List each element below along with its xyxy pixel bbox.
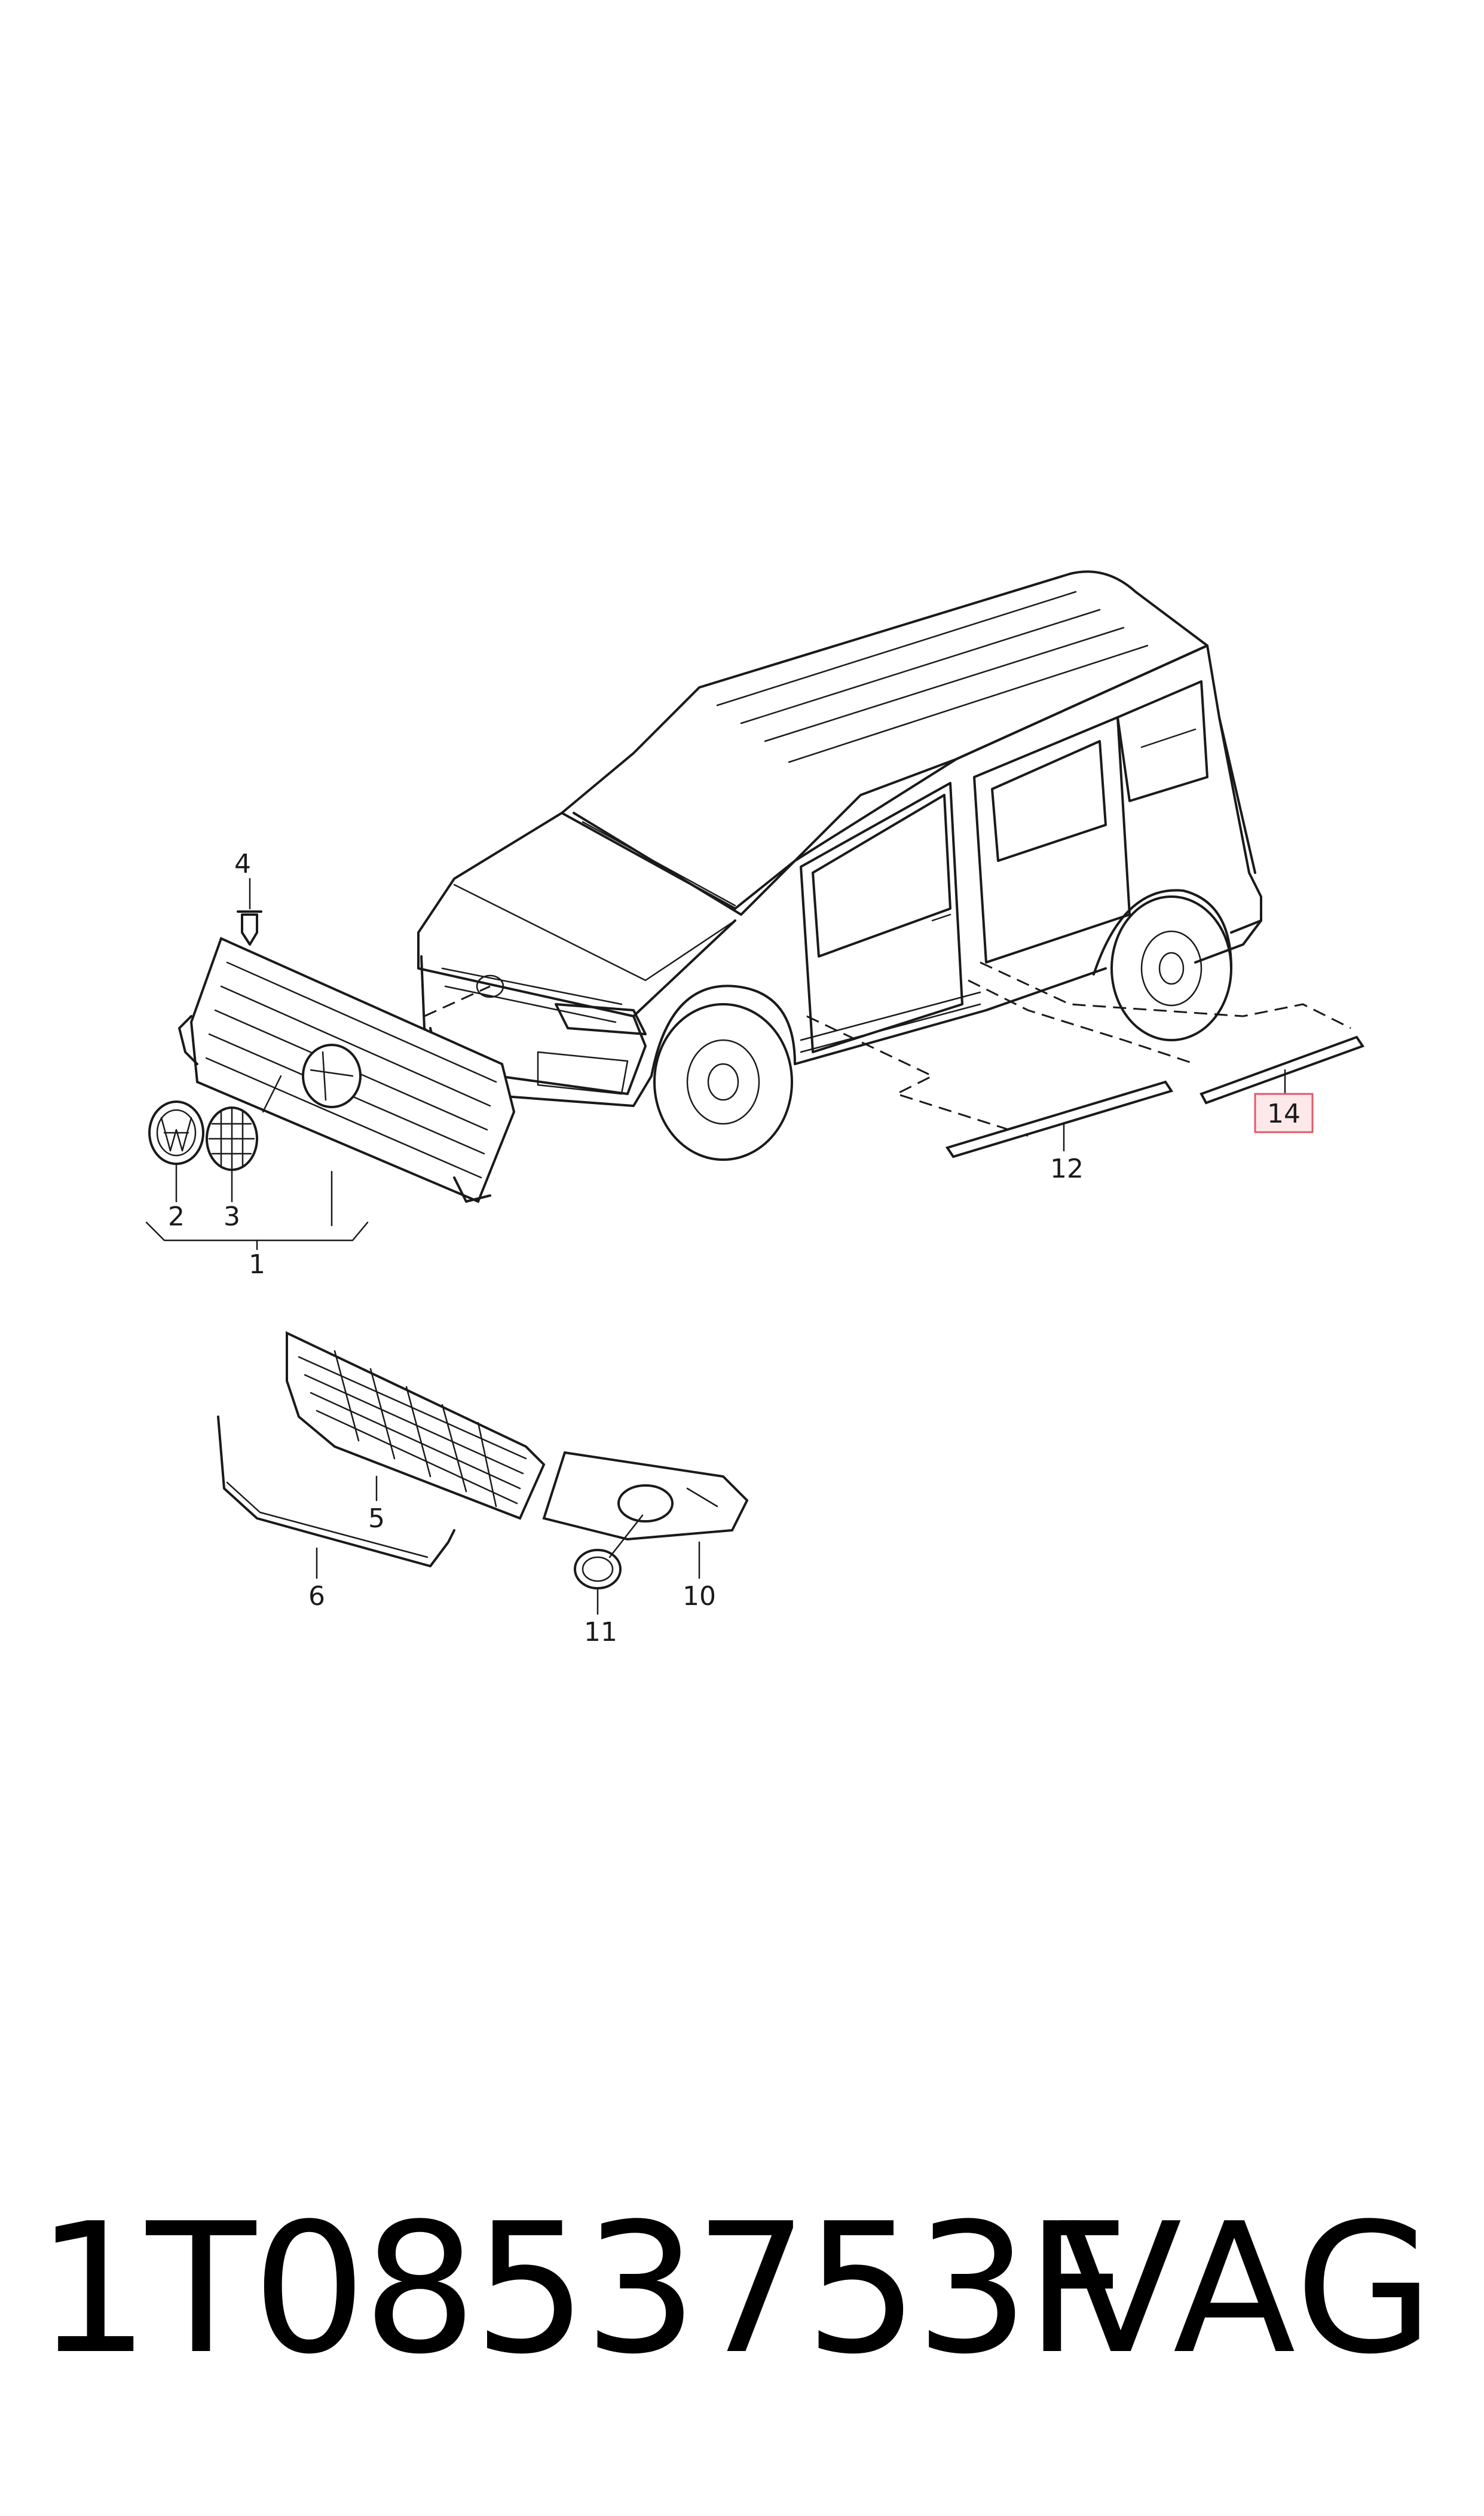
callout-5: 5 bbox=[368, 1503, 385, 1534]
callout-labels: 4 2 3 1 5 6 10 11 12 14 bbox=[168, 849, 1314, 1647]
upper-grille-part bbox=[178, 937, 516, 1203]
callout-14: 14 bbox=[1267, 1099, 1301, 1129]
callout-10: 10 bbox=[683, 1581, 716, 1612]
part-number: 1T0853753F bbox=[36, 2185, 1129, 2393]
emblem-mesh-part bbox=[206, 1106, 258, 1171]
leader-lines bbox=[424, 961, 1351, 1137]
callout-2: 2 bbox=[168, 1202, 185, 1232]
side-moulding-14-part bbox=[1200, 1035, 1365, 1105]
brand-label: VAG bbox=[1059, 2185, 1436, 2393]
emblem-part bbox=[148, 1100, 204, 1165]
callout-4: 4 bbox=[234, 849, 251, 879]
callout-14-highlight bbox=[1254, 1093, 1314, 1133]
callout-3: 3 bbox=[224, 1202, 240, 1232]
clip-part bbox=[237, 910, 262, 946]
callout-11: 11 bbox=[584, 1617, 617, 1647]
callout-6: 6 bbox=[308, 1581, 325, 1612]
footer: 1T0853753F VAG bbox=[0, 2176, 1484, 2403]
callout-leaders-grille bbox=[145, 878, 369, 1251]
van-illustration bbox=[417, 570, 1262, 1161]
lower-grille-part bbox=[286, 1331, 546, 1520]
trim-strip-part bbox=[217, 1416, 455, 1579]
callout-12: 12 bbox=[1050, 1154, 1084, 1184]
fog-cover-part bbox=[542, 1451, 749, 1579]
fog-ring-part bbox=[574, 1514, 644, 1615]
callout-1: 1 bbox=[249, 1249, 265, 1280]
side-moulding-12-part bbox=[945, 1080, 1174, 1158]
